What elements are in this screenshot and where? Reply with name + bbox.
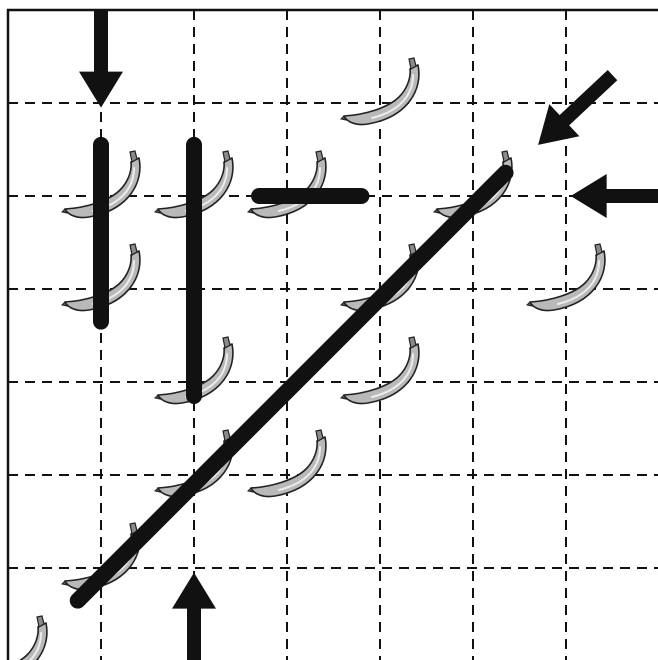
diagonal-line[interactable] bbox=[69, 164, 514, 609]
arrow-right bbox=[570, 174, 658, 218]
banana-icon bbox=[153, 150, 234, 219]
banana-icon bbox=[525, 243, 606, 312]
banana-icon bbox=[19, 615, 48, 660]
arrow-top-right bbox=[538, 69, 618, 145]
arrow-bottom bbox=[172, 572, 216, 660]
grid-border bbox=[6, 8, 658, 660]
strokes bbox=[69, 136, 514, 609]
bananas bbox=[19, 57, 606, 660]
arrows bbox=[79, 10, 658, 660]
banana-icon bbox=[339, 57, 420, 126]
banana-icon bbox=[339, 336, 420, 405]
banana-icon bbox=[246, 429, 327, 498]
arrow-top bbox=[79, 10, 123, 108]
